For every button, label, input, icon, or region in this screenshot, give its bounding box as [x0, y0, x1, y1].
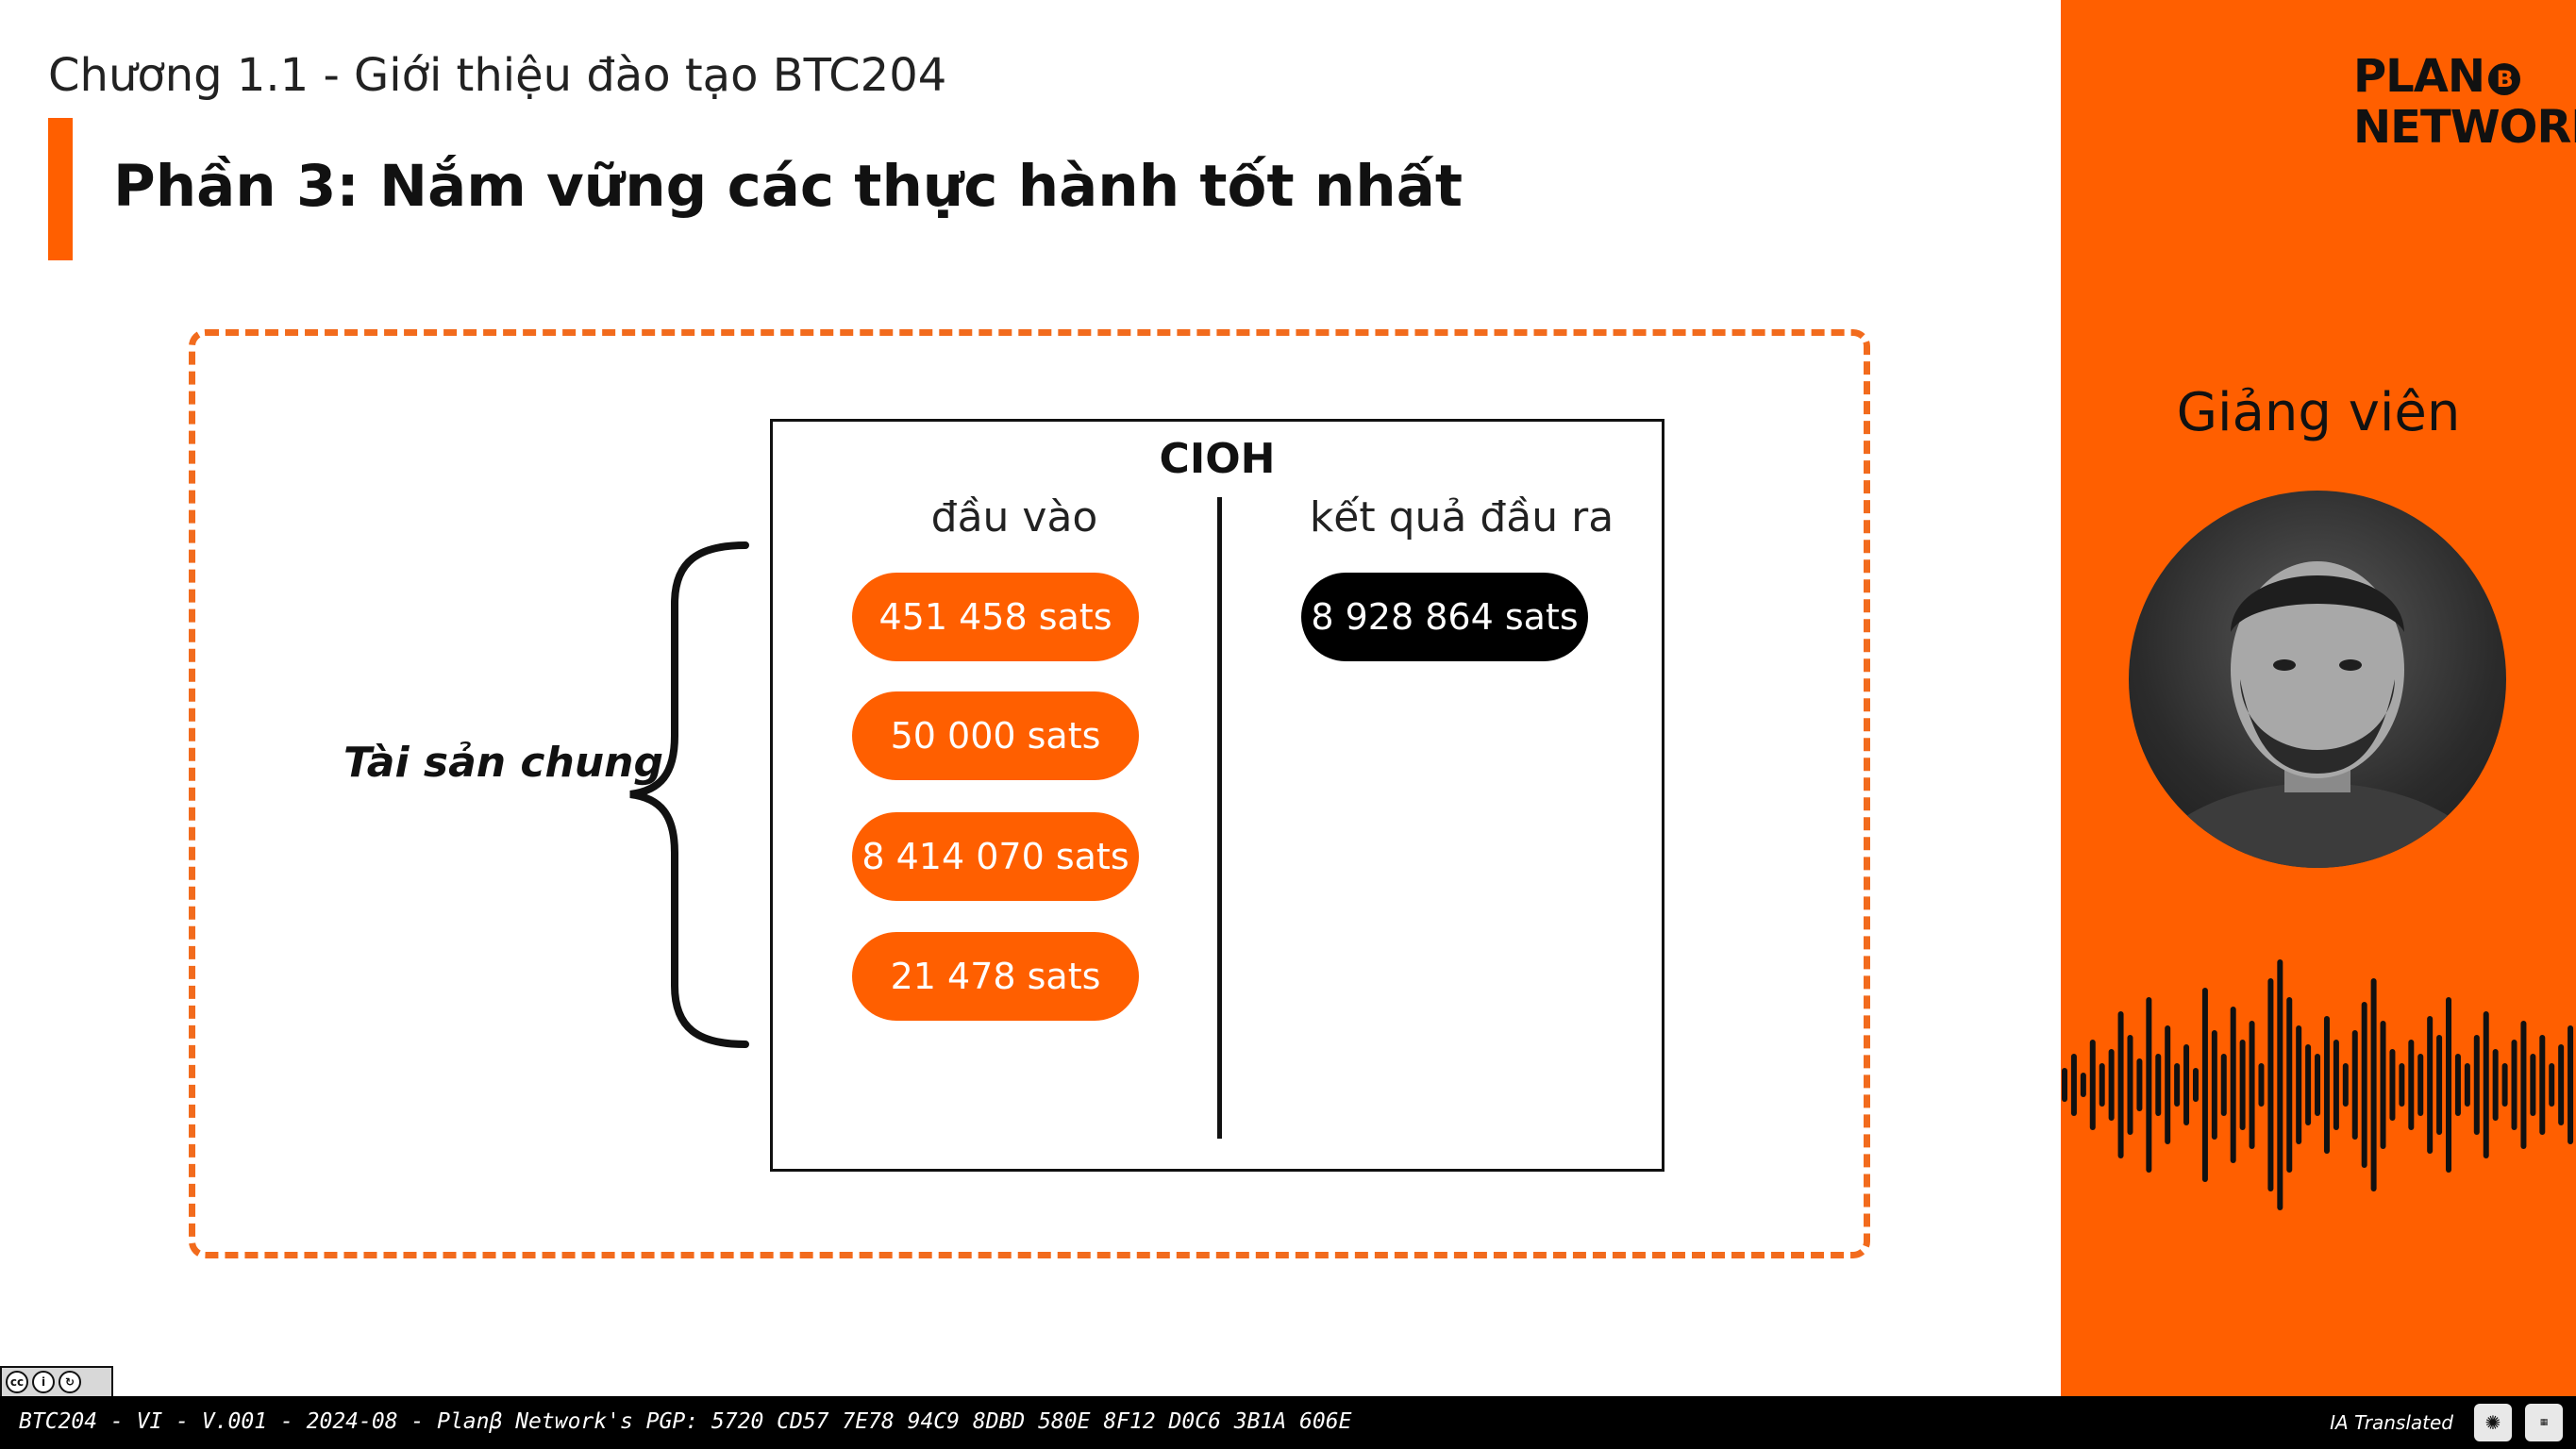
- section-accent-bar: [48, 118, 73, 260]
- cc-icon: cc: [6, 1371, 28, 1393]
- by-icon: i: [32, 1371, 55, 1393]
- input-pill: 50 000 sats: [852, 691, 1139, 780]
- chapter-title: Chương 1.1 - Giới thiệu đào tạo BTC204: [48, 49, 947, 102]
- cioh-box: CIOH đầu vào kết quả đầu ra 451 458 sats…: [770, 419, 1664, 1172]
- input-pill: 21 478 sats: [852, 932, 1139, 1021]
- cioh-title: CIOH: [1159, 435, 1276, 483]
- output-pill: 8 928 864 sats: [1301, 573, 1588, 661]
- instructor-label: Giảng viên: [2176, 382, 2461, 443]
- sa-icon: ↻: [59, 1371, 81, 1393]
- inputs-heading: đầu vào: [930, 493, 1098, 541]
- diagram-dashed-frame: [189, 329, 1870, 1258]
- bitcoin-b-icon: B: [2488, 63, 2521, 95]
- input-pill: 8 414 070 sats: [852, 812, 1139, 901]
- partner-logo-icon: ▦: [2525, 1404, 2563, 1441]
- shared-assets-label: Tài sản chung: [343, 739, 663, 787]
- column-divider: [1217, 497, 1222, 1139]
- logo-line1: PLAN: [2353, 50, 2485, 103]
- cc-license-badge: cc i ↻: [0, 1366, 113, 1398]
- audio-waveform-icon: [2062, 959, 2574, 1210]
- footer-bar: BTC204 - VI - V.001 - 2024-08 - Planβ Ne…: [0, 1396, 2576, 1449]
- section-title: Phần 3: Nắm vững các thực hành tốt nhất: [113, 153, 1464, 220]
- ia-translated-label: IA Translated: [2330, 1411, 2453, 1434]
- instructor-photo: [2141, 561, 2494, 868]
- ai-translation-icon: ✺: [2474, 1404, 2512, 1441]
- logo-line2: NETWORK: [2353, 101, 2576, 154]
- input-pill: 451 458 sats: [852, 573, 1139, 661]
- footer-info: BTC204 - VI - V.001 - 2024-08 - Planβ Ne…: [19, 1409, 1352, 1434]
- outputs-heading: kết quả đầu ra: [1309, 493, 1614, 541]
- instructor-avatar: [2129, 491, 2506, 868]
- curly-brace-icon: [629, 541, 749, 1048]
